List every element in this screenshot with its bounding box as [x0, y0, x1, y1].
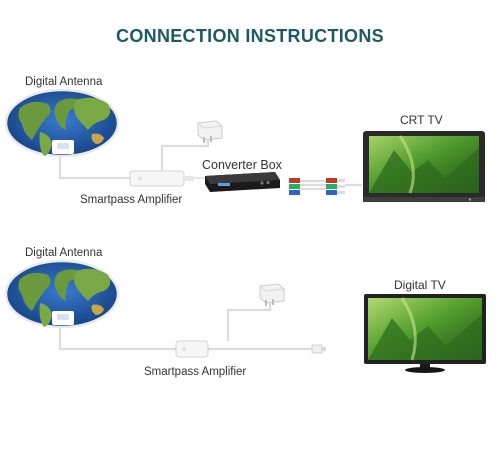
page-title: CONNECTION INSTRUCTIONS [116, 26, 384, 46]
antenna-icon [4, 88, 120, 158]
antenna-label-setup1: Digital Antenna [25, 76, 103, 88]
cable-setup2 [58, 300, 312, 351]
crt-tv-device [363, 131, 485, 202]
power-adapter-icon [197, 120, 223, 143]
setup-2 [4, 259, 486, 373]
amplifier-label-setup2: Smartpass Amplifier [144, 366, 247, 378]
digital-tv-label: Digital TV [394, 278, 446, 292]
power-adapter-icon [259, 283, 285, 306]
antenna-icon [4, 259, 120, 329]
crt-tv-label: CRT TV [400, 113, 443, 127]
amplifier-label-setup1: Smartpass Amplifier [80, 194, 183, 206]
converter-box-label: Converter Box [202, 158, 282, 172]
amplifier-device [175, 340, 209, 358]
rca-cable-icon [289, 178, 345, 195]
amplifier-device [129, 170, 194, 187]
setup-1 [4, 88, 485, 202]
antenna-label-setup2: Digital Antenna [25, 247, 103, 259]
digital-tv-device [364, 294, 486, 373]
converter-box-device [205, 172, 280, 192]
coax-connector-icon [311, 344, 326, 354]
